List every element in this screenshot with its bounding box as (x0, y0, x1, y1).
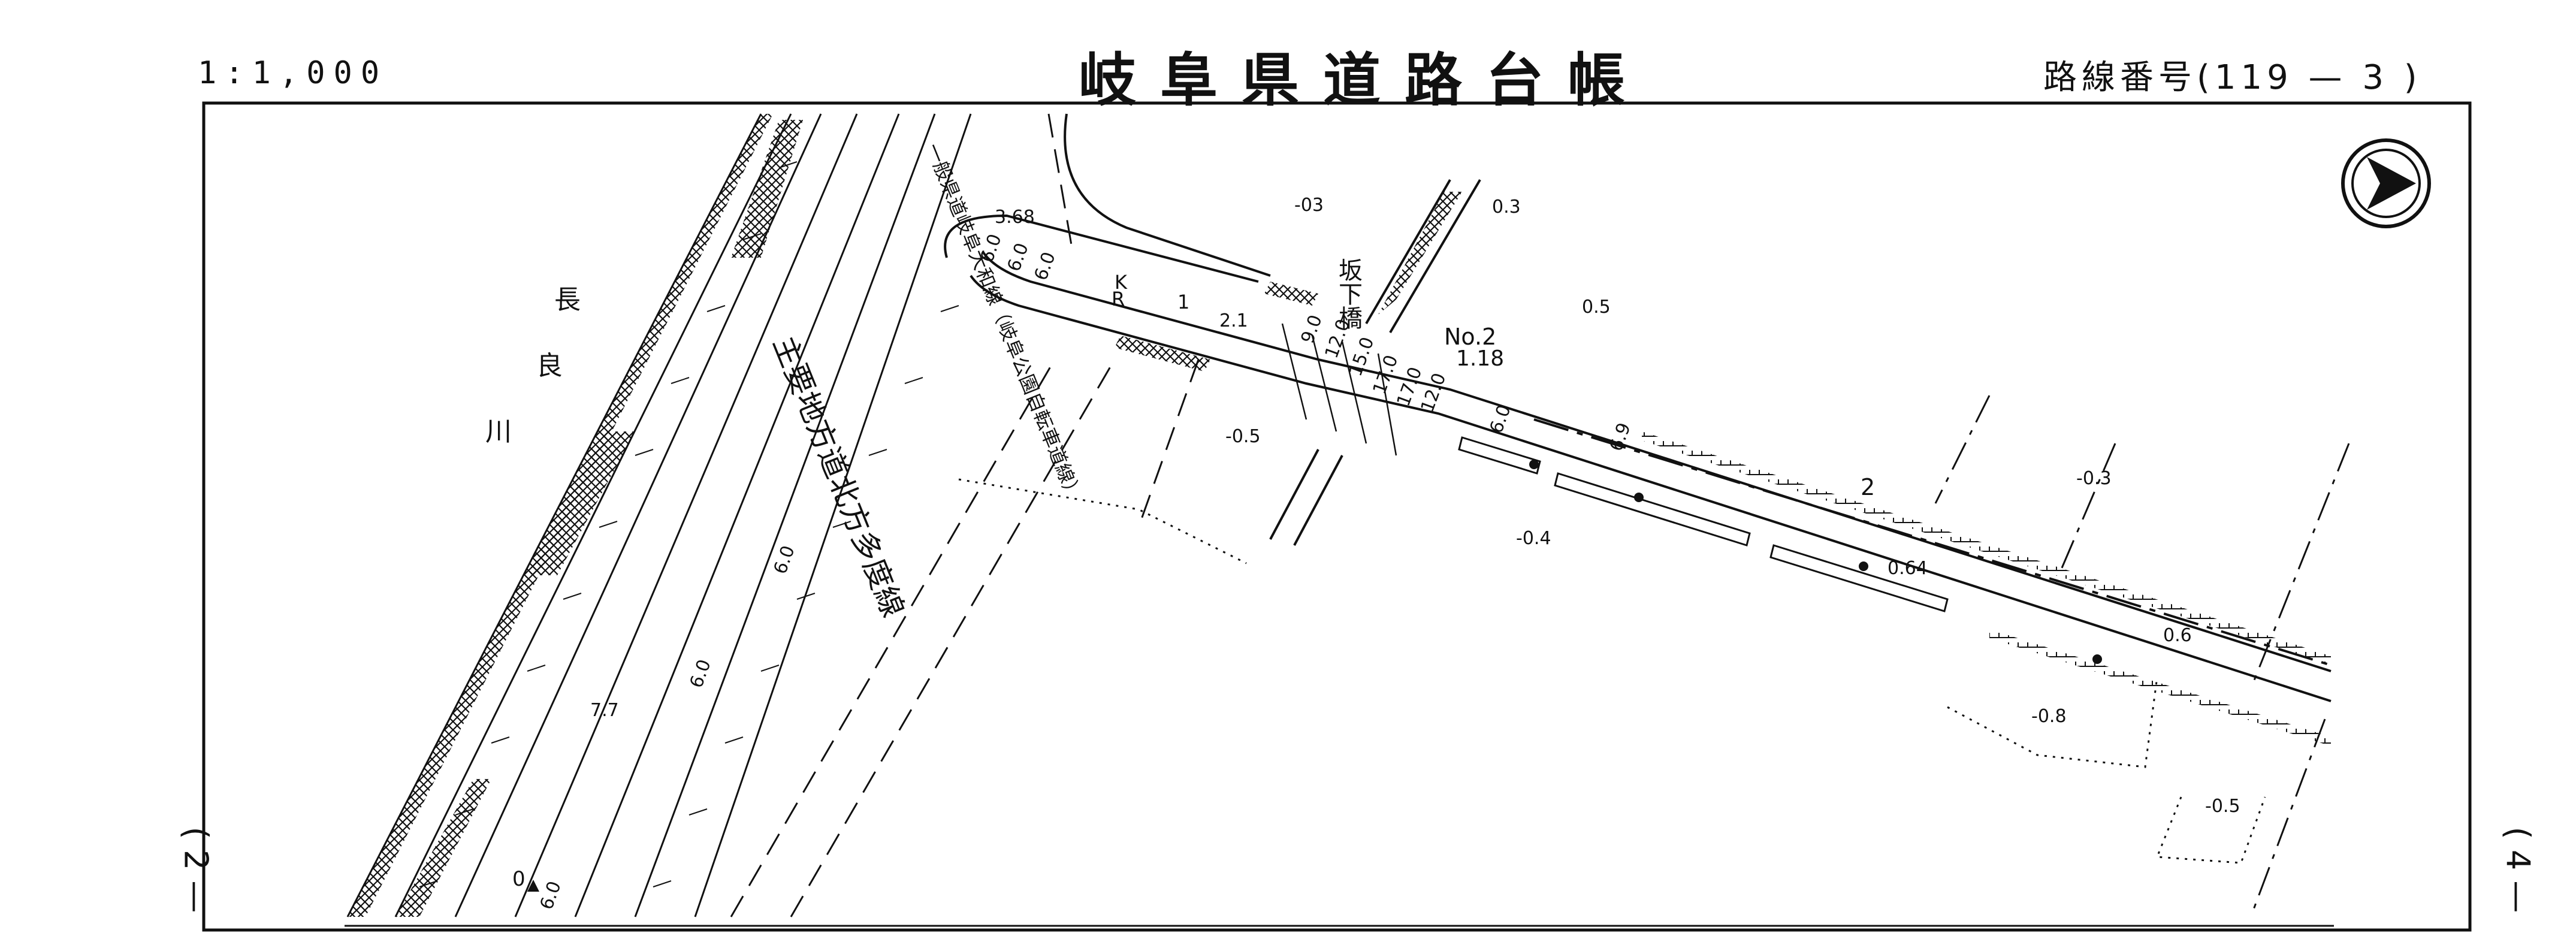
svg-text:6.0: 6.0 (1004, 240, 1033, 274)
svg-text:長: 長 (554, 285, 581, 315)
svg-text:6.9: 6.9 (1606, 420, 1635, 454)
elevation-labels: -03 0.3 0.5 3.68 2.1 -0.5 -0.4 0.64 -0.3… (590, 195, 2240, 817)
svg-text:-0.8: -0.8 (2031, 706, 2067, 727)
dotted-parcels (958, 478, 2266, 864)
route-number: 路線番号(119 — 3 ) (2043, 58, 2422, 97)
river-label: 長良川 (485, 285, 581, 447)
svg-text:-0.3: -0.3 (2076, 468, 2112, 489)
main-road-label: 主要地方道北方多度線 (766, 331, 911, 622)
map-scale: 1:1,000 (198, 55, 388, 91)
svg-text:-0.5: -0.5 (2205, 796, 2240, 817)
north-arrow-icon (2341, 138, 2431, 228)
svg-text:3.68: 3.68 (995, 207, 1035, 228)
svg-text:0.5: 0.5 (1582, 297, 1611, 318)
bridge (1269, 179, 1481, 546)
svg-text:6.0: 6.0 (686, 657, 715, 691)
embankment-hatching (348, 114, 803, 917)
river-banks (346, 113, 972, 917)
channel-dots (1529, 460, 2102, 664)
svg-text:12.0: 12.0 (1321, 316, 1355, 361)
svg-text:6.0: 6.0 (536, 878, 566, 913)
svg-text:0.3: 0.3 (1492, 197, 1521, 218)
svg-text:6.0: 6.0 (770, 543, 799, 577)
marker-labels: R K 1 2 0 (512, 271, 1875, 891)
slope-ticks (419, 161, 959, 887)
svg-text:K: K (1115, 271, 1128, 294)
map-frame (202, 101, 2472, 932)
main-road (944, 113, 2332, 702)
property-lines (1934, 395, 2350, 911)
bridge-label: 坂下橋 (1334, 258, 1362, 330)
drainage-channels (1458, 436, 1949, 612)
branch-road-label: 一般県道岐阜大和線（岐阜公園自転車道線） (922, 140, 1086, 505)
sidewalk-hatching (1115, 282, 1318, 372)
svg-text:7.7: 7.7 (590, 700, 619, 721)
svg-text:2.1: 2.1 (1219, 310, 1248, 331)
svg-text:良: 良 (536, 351, 563, 381)
station-label: No.2 (1444, 324, 1496, 350)
svg-text:-03: -03 (1294, 195, 1324, 216)
road-edge-teeth (1642, 431, 2331, 746)
svg-text:0.6: 0.6 (2163, 625, 2192, 646)
boundary-lines (730, 113, 1200, 917)
svg-text:R: R (1112, 288, 1125, 310)
svg-text:9.0: 9.0 (1297, 312, 1327, 346)
svg-text:川: 川 (485, 416, 512, 447)
station-value: 1.18 (1456, 346, 1504, 371)
svg-text:6.0: 6.0 (1031, 249, 1060, 283)
svg-text:1: 1 (1177, 291, 1189, 313)
origin-triangle-icon (527, 880, 539, 892)
width-arrows (1281, 323, 1397, 456)
svg-text:0.64: 0.64 (1888, 558, 1928, 579)
svg-text:-0.4: -0.4 (1516, 528, 1551, 549)
svg-text:6.0: 6.0 (1486, 402, 1515, 436)
svg-text:-0.5: -0.5 (1225, 426, 1261, 447)
svg-text:2: 2 (1861, 474, 1875, 500)
svg-text:0: 0 (512, 867, 526, 891)
